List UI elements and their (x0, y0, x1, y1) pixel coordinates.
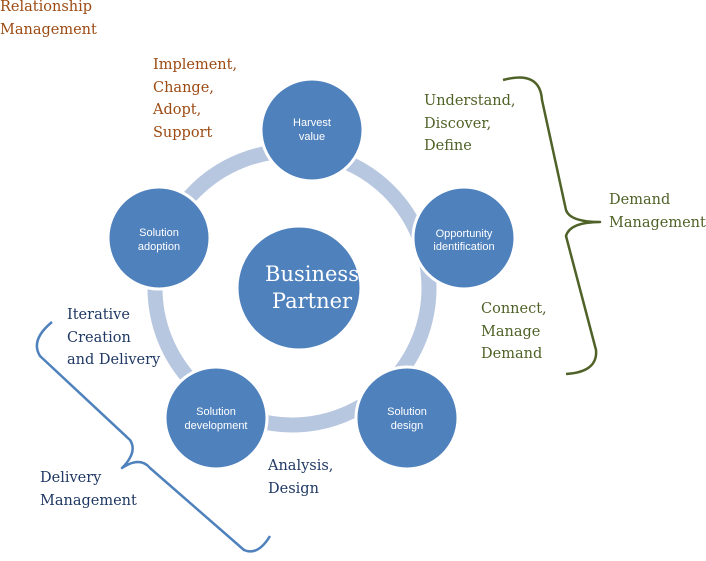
connect-manage-demand-label: Connect, Manage Demand (481, 301, 547, 362)
node-development-line-1: Solution (196, 406, 236, 418)
iterative-creation-delivery-label: Iterative Creation and Delivery (67, 307, 161, 368)
node-solution-adoption: Solution adoption (106, 185, 212, 291)
center-line-1: Business (265, 262, 359, 286)
node-opportunity-line-1: Opportunity (436, 228, 493, 240)
node-opportunity-line-2: identification (433, 241, 494, 253)
node-solution-design: Solution design (354, 365, 460, 471)
node-opportunity-identification: Opportunity identification (411, 185, 517, 291)
demand-management-label: Demand Management (609, 192, 706, 231)
node-adoption-line-1: Solution (139, 227, 179, 239)
node-development-line-2: development (185, 420, 248, 432)
node-harvest-value: Harvest value (259, 77, 365, 183)
node-design-line-2: design (391, 420, 423, 432)
center-line-2: Partner (272, 289, 353, 313)
node-harvest-line-2: value (299, 131, 325, 143)
node-design-line-1: Solution (387, 406, 427, 418)
center-node: Business Partner (235, 224, 363, 352)
node-harvest-line-1: Harvest (293, 117, 331, 129)
implement-change-adopt-support-label: Implement, Change, Adopt, Support (153, 57, 238, 141)
relationship-management-label: Relationship Management (0, 0, 97, 38)
demand-management-brace (502, 76, 602, 376)
understand-discover-define-label: Understand, Discover, Define (424, 93, 516, 154)
delivery-management-brace (35, 321, 272, 553)
delivery-management-label: Delivery Management (40, 470, 137, 509)
node-solution-development: Solution development (163, 365, 269, 471)
node-adoption-line-2: adoption (138, 241, 180, 253)
analysis-design-label: Analysis, Design (268, 458, 334, 497)
